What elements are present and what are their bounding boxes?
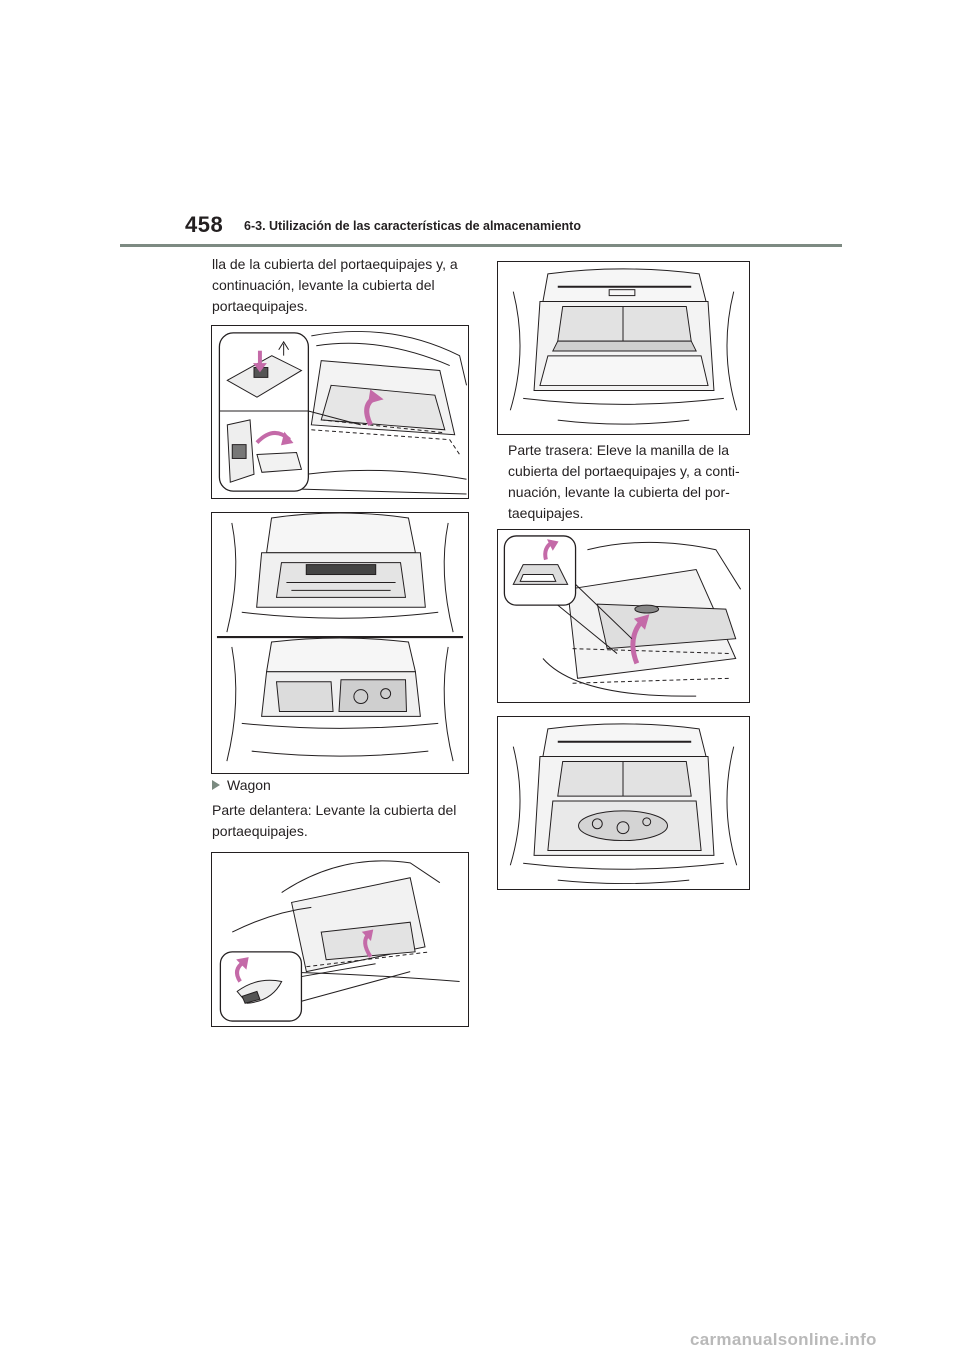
rear-line: nuación, levante la cubierta del por-: [508, 484, 730, 500]
rear-line: taequipajes.: [508, 505, 584, 521]
section-title: 6-3. Utilización de las características …: [244, 219, 581, 233]
intro-line: portaequipajes.: [212, 298, 308, 314]
watermark: carmanualsonline.info: [690, 1330, 877, 1349]
front-line: portaequipajes.: [212, 823, 308, 839]
front-paragraph: Parte delantera: Levante la cubierta del…: [212, 800, 456, 842]
front-line: Parte delantera: Levante la cubierta del: [212, 802, 457, 818]
intro-paragraph: lla de la cubierta del portaequipajes y,…: [212, 254, 458, 317]
rear-line: cubierta del portaequipajes y, a conti-: [508, 463, 740, 479]
bullet-label: Wagon: [227, 777, 271, 793]
page-number: 458: [185, 212, 224, 237]
rear-paragraph: Parte trasera: Eleve la manilla de la cu…: [508, 440, 740, 524]
figure-rear-lift-wagon: [497, 529, 750, 703]
intro-line: continuación, levante la cubierta del: [212, 277, 435, 293]
rear-line: Parte trasera: Eleve la manilla de la: [508, 442, 729, 458]
figure-front-lift-wagon: [211, 852, 469, 1027]
figure-lift-cover-hatchback: [211, 325, 469, 499]
figure-rear-open-wagon: [497, 716, 750, 890]
bullet-triangle-icon: [212, 780, 220, 790]
figure-storage-views-hatchback: [211, 512, 469, 774]
bullet-wagon: Wagon: [212, 777, 271, 793]
figure-rear-closed-wagon: [497, 261, 750, 435]
header-divider: [120, 244, 842, 247]
intro-line: lla de la cubierta del portaequipajes y,…: [212, 256, 458, 272]
